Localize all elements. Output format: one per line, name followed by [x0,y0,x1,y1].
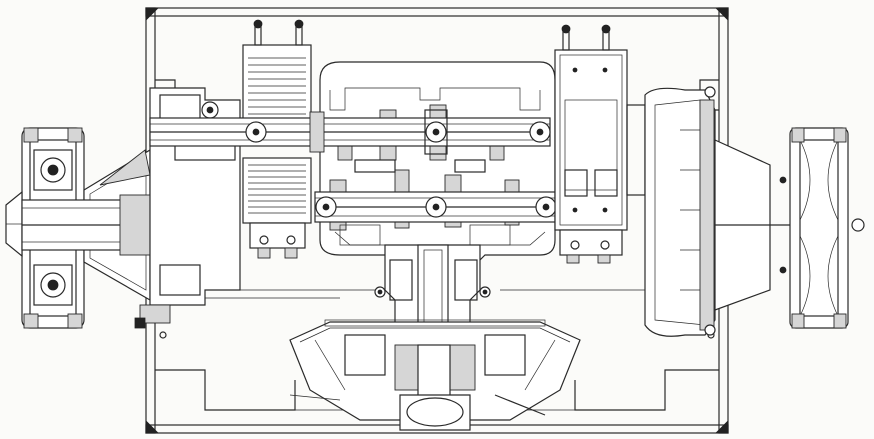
main-clutch-pack [242,19,312,259]
bottom-input-housing [289,319,581,431]
gearbox-casing [319,61,556,271]
right-steering-unit [554,24,628,264]
center-bevel-drive [374,244,491,346]
right-brake-drum [626,86,790,337]
upper-shaft [149,109,551,155]
right-final-drive [779,127,865,329]
lower-shaft [314,191,557,223]
